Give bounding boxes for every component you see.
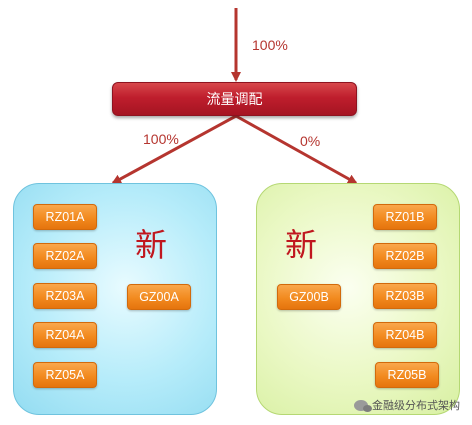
branch-left-percent: 100%	[143, 131, 179, 147]
node-rz03b: RZ03B	[373, 283, 437, 309]
node-rz01a: RZ01A	[33, 204, 97, 230]
node-rz01b: RZ01B	[373, 204, 437, 230]
traffic-router: 流量调配	[112, 82, 357, 116]
group-b-new-tag: 新	[285, 226, 318, 264]
wechat-icon	[354, 399, 372, 412]
node-rz02b: RZ02B	[373, 243, 437, 269]
watermark-text: 金融级分布式架构	[372, 399, 460, 412]
arrow-to-group-b	[235, 114, 358, 185]
node-gz00a: GZ00A	[127, 284, 191, 310]
node-gz00b: GZ00B	[277, 284, 341, 310]
arrow-to-group-a	[111, 114, 237, 185]
node-rz04a: RZ04A	[33, 322, 97, 348]
node-rz05a: RZ05A	[33, 362, 97, 388]
node-rz03a: RZ03A	[33, 283, 97, 309]
branch-right-percent: 0%	[300, 133, 321, 149]
node-rz04b: RZ04B	[373, 322, 437, 348]
node-rz05b: RZ05B	[375, 362, 439, 388]
group-a-new-tag: 新	[135, 226, 168, 264]
input-percent: 100%	[252, 37, 288, 53]
node-rz02a: RZ02A	[33, 243, 97, 269]
watermark: 金融级分布式架构	[354, 397, 460, 413]
